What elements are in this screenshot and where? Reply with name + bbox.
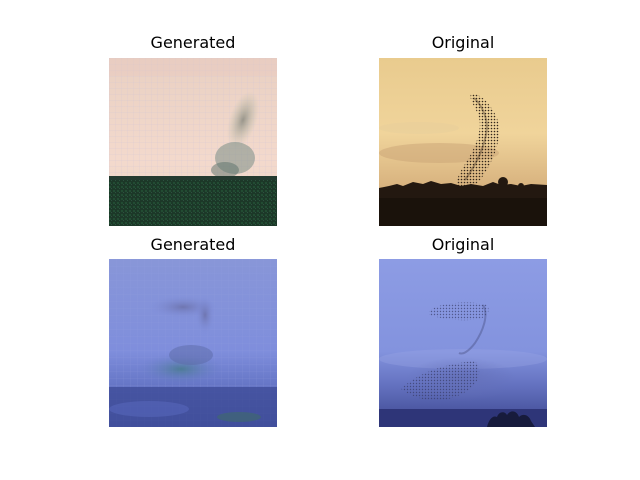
panel-title-generated-top: Generated	[150, 33, 236, 52]
generated-image-bottom	[109, 259, 277, 427]
panel-title-generated-bottom: Generated	[150, 235, 236, 254]
original-image-bottom	[379, 259, 547, 427]
panel-title-original-bottom: Original	[431, 235, 495, 254]
generated-image-top	[109, 58, 277, 226]
original-image-top	[379, 58, 547, 226]
panel-title-original-top: Original	[431, 33, 495, 52]
